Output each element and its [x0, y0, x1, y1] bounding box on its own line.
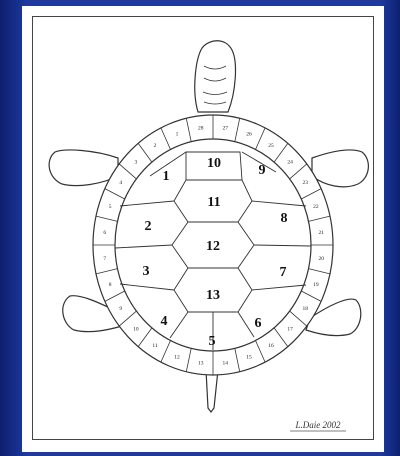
inner-plate-7-label: 7 [280, 265, 287, 280]
marginal-plate-13-label: 13 [198, 360, 204, 366]
marginal-plate-9-label: 9 [119, 306, 122, 312]
turtle-front-left-leg [49, 150, 118, 186]
marginal-plate-5-label: 5 [109, 204, 112, 210]
marginal-plate-12-label: 12 [174, 354, 180, 360]
inner-plate-11-label: 11 [207, 195, 220, 210]
marginal-plate-14-label: 14 [222, 360, 228, 366]
marginal-plate-25-label: 25 [268, 143, 274, 149]
marginal-plate-10-label: 10 [133, 326, 139, 332]
artist-signature: L.Daie 2002 [295, 420, 342, 430]
marginal-plate-11-label: 11 [152, 343, 158, 349]
inner-plate-12-label: 12 [206, 239, 220, 254]
turtle-tail [206, 370, 218, 412]
marginal-plate-7-label: 7 [103, 256, 106, 262]
marginal-plate-24-label: 24 [287, 160, 293, 166]
turtle-head [195, 41, 236, 112]
marginal-plate-18-label: 18 [303, 306, 309, 312]
inner-plate-3-label: 3 [143, 264, 150, 279]
inner-plate-8-label: 8 [281, 211, 288, 226]
marginal-plate-17-label: 17 [287, 326, 293, 332]
inner-plate-9-label: 9 [259, 163, 266, 178]
marginal-plate-2-label: 2 [154, 143, 157, 149]
inner-plate-13-label: 13 [206, 288, 220, 303]
inner-plate-2-label: 2 [145, 219, 152, 234]
marginal-plate-26-label: 26 [246, 132, 252, 138]
marginal-plate-22-label: 22 [313, 204, 319, 210]
marginal-plate-21-label: 21 [319, 230, 325, 236]
marginal-plate-15-label: 15 [246, 354, 252, 360]
marginal-plate-19-label: 19 [313, 282, 319, 288]
turtle-front-right-leg [312, 150, 368, 187]
marginal-plate-8-label: 8 [109, 282, 112, 288]
marginal-plate-28-label: 28 [198, 126, 204, 132]
inner-plate-5-label: 5 [209, 334, 216, 349]
marginal-plate-16-label: 16 [268, 343, 274, 349]
marginal-plate-4-label: 4 [119, 180, 122, 186]
marginal-plate-20-label: 20 [319, 256, 325, 262]
marginal-plate-3-label: 3 [135, 160, 138, 166]
inner-plate-10-label: 10 [207, 156, 221, 171]
marginal-plate-23-label: 23 [303, 180, 309, 186]
marginal-plate-1-label: 1 [176, 132, 179, 138]
marginal-plate-6-label: 6 [103, 230, 106, 236]
inner-plate-4-label: 4 [161, 314, 168, 329]
inner-plate-1-label: 1 [163, 169, 170, 184]
marginal-plate-27-label: 27 [222, 126, 228, 132]
inner-plate-6-label: 6 [255, 316, 262, 331]
